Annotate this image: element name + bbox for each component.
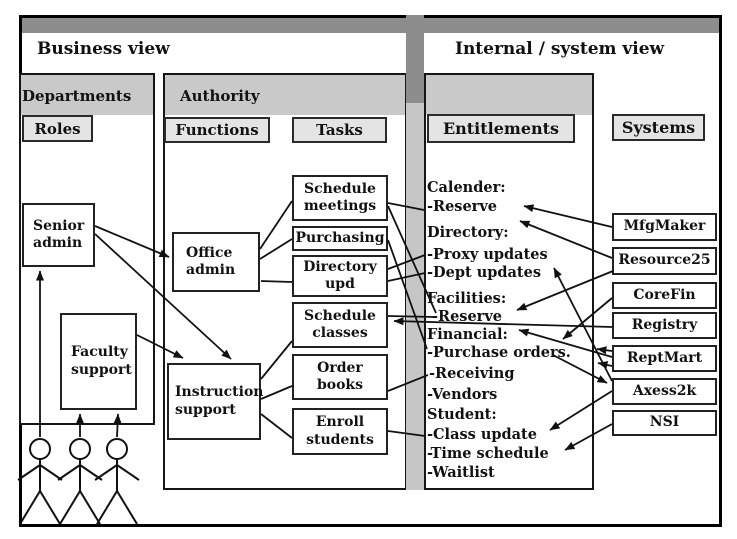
tasks-label: Tasks xyxy=(292,117,387,143)
entitlement-item: -Waitlist xyxy=(427,464,495,481)
task-enroll-students: Enroll students xyxy=(292,408,388,455)
functions-label: Functions xyxy=(164,117,270,143)
entitlement-item: -Time schedule xyxy=(427,445,549,462)
system-reptmart: ReptMart xyxy=(612,345,717,372)
entitlement-item: Calender: xyxy=(427,179,506,196)
system-corefin: CoreFin xyxy=(612,282,717,309)
entitlements-panel-header xyxy=(426,75,592,115)
entitlement-item: -Class update xyxy=(427,426,537,443)
entitlement-item: -Receiving xyxy=(429,365,515,382)
entitlement-item: Facilities: xyxy=(427,290,507,307)
system-axess2k: Axess2k xyxy=(612,378,717,405)
task-schedule-meetings: Schedule meetings xyxy=(292,175,388,221)
task-order-books: Order books xyxy=(292,354,388,400)
role-faculty-support: Faculty support xyxy=(60,313,137,410)
entitlement-item: Financial: xyxy=(427,326,508,343)
system-mfgmaker: MfgMaker xyxy=(612,213,717,241)
roles-label: Roles xyxy=(22,115,93,142)
systems-label: Systems xyxy=(612,114,705,141)
entitlement-item: -Dept updates xyxy=(427,264,542,281)
system-registry: Registry xyxy=(612,312,717,339)
entitlement-item: Student: xyxy=(427,406,497,423)
task-schedule-classes: Schedule classes xyxy=(292,302,388,348)
function-office-admin: Office admin xyxy=(172,232,260,292)
authority-panel-header xyxy=(165,75,405,115)
top-dark-bar xyxy=(22,18,719,33)
system-resource25: Resource25 xyxy=(612,247,717,275)
role-senior-admin: Senior admin xyxy=(22,203,95,267)
business-view-title: Business view xyxy=(37,39,170,59)
entitlement-item: -Purchase orders. xyxy=(427,344,571,361)
function-instruction-support: Instruction support xyxy=(167,363,263,440)
system-nsi: NSI xyxy=(612,410,717,436)
entitlement-item: Directory: xyxy=(427,224,509,241)
internal-system-view-title: Internal / system view xyxy=(455,39,665,59)
view-divider-dark xyxy=(406,15,424,103)
entitlements-label: Entitlements xyxy=(427,114,575,143)
view-divider-light xyxy=(406,103,424,490)
departments-panel-label: Departments xyxy=(22,87,132,105)
entitlement-item: -Proxy updates xyxy=(427,246,548,263)
departments-panel-header xyxy=(21,75,153,115)
entitlement-item: -Reserve xyxy=(432,308,502,325)
task-purchasing: Purchasing xyxy=(292,226,388,251)
authority-panel-label: Authority xyxy=(180,87,260,105)
task-directory-upd: Directory upd xyxy=(292,255,388,297)
entitlement-item: -Vendors xyxy=(427,386,498,403)
entitlement-item: -Reserve xyxy=(427,198,497,215)
